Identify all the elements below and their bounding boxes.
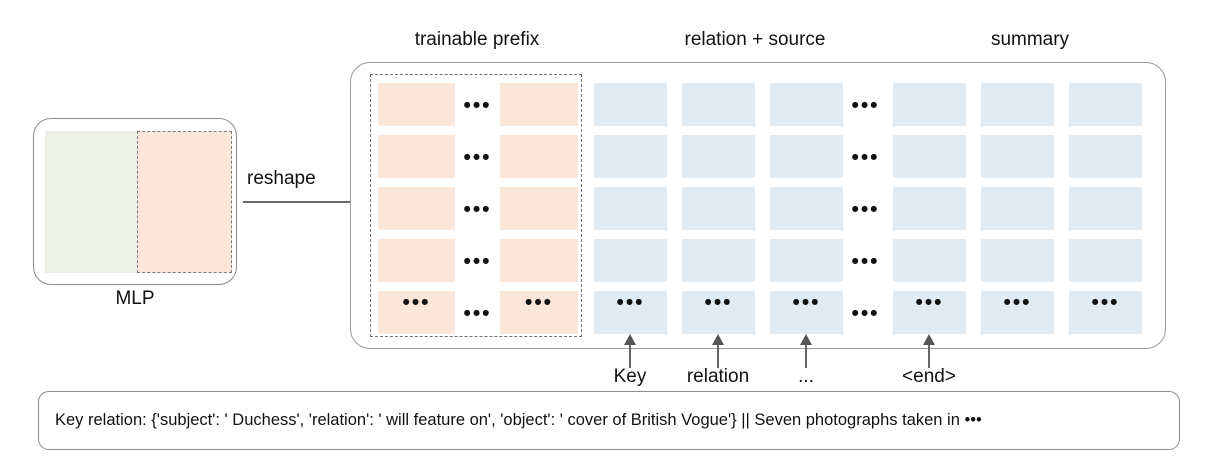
token-cell [981,135,1054,178]
token-cell [682,135,755,178]
mlp-trainable-segment [137,131,232,273]
token-cell [500,187,578,230]
token-cell [770,239,843,282]
token-cell [1069,135,1142,178]
prefix-region-outline [370,74,582,337]
token-tick-label-key: Key [613,366,647,387]
ellipsis-vertical-icon: ••• [704,291,733,314]
token-cell [770,135,843,178]
ellipsis-vertical-icon: ••• [616,291,645,314]
arrow-up-icon [712,334,724,368]
token-cell [500,83,578,126]
token-cell [500,239,578,282]
ellipsis-horizontal-icon: ••• [463,145,492,169]
ellipsis-horizontal-icon: ••• [851,249,880,273]
ellipsis-vertical-icon: ••• [402,291,431,314]
ellipsis-vertical-icon: ••• [792,291,821,314]
header-summary: summary [990,29,1070,50]
token-cell [378,83,455,126]
ellipsis-horizontal-icon: ••• [851,301,880,325]
ellipsis-horizontal-icon: ••• [851,145,880,169]
ellipsis-vertical-icon: ••• [524,291,554,314]
header-relation-source: relation + source [684,29,826,50]
token-cell [770,291,843,334]
token-cell [981,239,1054,282]
token-cell [893,83,966,126]
arrow-up-icon [923,334,935,368]
token-cell [893,135,966,178]
ellipsis-horizontal-icon: ••• [851,197,880,221]
token-cell [1069,291,1142,334]
token-cell [682,187,755,230]
header-trainable-prefix: trainable prefix [414,29,540,50]
token-cell [893,239,966,282]
mlp-frozen-segment [45,131,137,273]
ellipsis-horizontal-icon: ••• [463,301,492,325]
token-cell [770,83,843,126]
token-cell [500,291,578,334]
token-cell [594,187,667,230]
arrow-up-icon [800,334,812,368]
token-cell [1069,83,1142,126]
mlp-label: MLP [115,288,155,309]
ellipsis-horizontal-icon: ••• [851,93,880,117]
reshape-label: reshape [247,168,316,189]
token-cell [378,291,455,334]
ellipsis-vertical-icon: ••• [1091,291,1120,314]
arrow-up-icon [624,334,636,368]
token-cell [1069,239,1142,282]
token-cell [981,83,1054,126]
ellipsis-vertical-icon: ••• [915,291,944,314]
token-tick-label-end: <end> [902,366,956,387]
token-cell [594,291,667,334]
ellipsis-horizontal-icon: ••• [463,197,492,221]
token-cell [1069,187,1142,230]
token-cell [981,187,1054,230]
token-cell [682,291,755,334]
token-cell [682,83,755,126]
token-cell [594,135,667,178]
token-cell [500,135,578,178]
token-cell [981,291,1054,334]
token-tick-label-relation: relation [686,366,750,387]
caption-box: Key relation: {'subject': ' Duchess', 'r… [38,391,1180,450]
token-cell [378,187,455,230]
token-tick-label-more: ... [798,366,814,387]
token-cell [893,291,966,334]
token-cell [893,187,966,230]
ellipsis-horizontal-icon: ••• [463,93,492,117]
ellipsis-horizontal-icon: ••• [463,249,492,273]
token-cell [682,239,755,282]
token-cell [594,83,667,126]
token-cell [378,239,455,282]
caption-text: Key relation: {'subject': ' Duchess', 'r… [55,411,982,429]
token-cell [594,239,667,282]
token-cell [378,135,455,178]
ellipsis-vertical-icon: ••• [1003,291,1032,314]
token-cell [770,187,843,230]
